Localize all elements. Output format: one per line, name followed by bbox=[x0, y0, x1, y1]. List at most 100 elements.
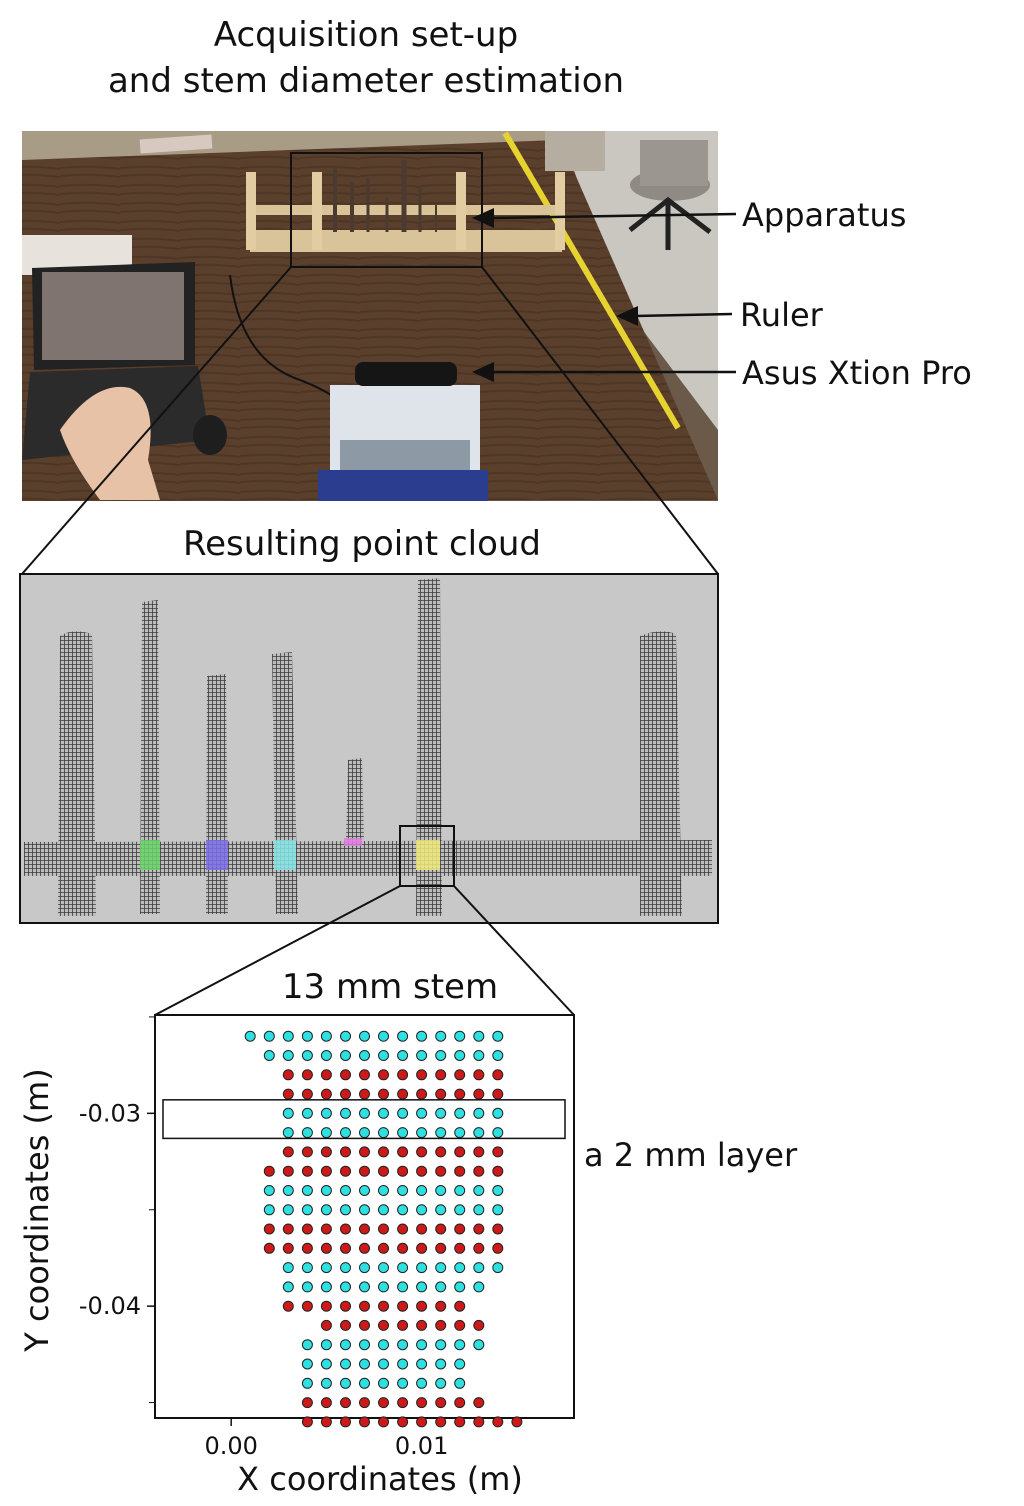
apparatus-post-right bbox=[456, 172, 466, 250]
red-point bbox=[301, 1069, 313, 1081]
red-point bbox=[435, 1300, 447, 1312]
cyan-point bbox=[435, 1204, 447, 1216]
red-point bbox=[340, 1069, 351, 1081]
cyan-point bbox=[301, 1204, 313, 1216]
layer-label: a 2 mm layer bbox=[584, 1136, 798, 1174]
cyan-point bbox=[454, 1185, 466, 1196]
point-cloud-structure bbox=[24, 578, 712, 916]
cyan-point bbox=[492, 1050, 504, 1061]
red-point bbox=[454, 1416, 466, 1428]
y-axis-label: Y coordinates (m) bbox=[18, 1068, 56, 1352]
stem-section-green bbox=[140, 840, 160, 870]
cyan-point bbox=[416, 1185, 428, 1196]
red-point bbox=[340, 1165, 351, 1177]
cyan-point bbox=[397, 1358, 409, 1370]
red-point bbox=[359, 1397, 370, 1409]
cyan-point bbox=[492, 1030, 504, 1042]
red-point bbox=[473, 1165, 485, 1177]
cyan-point bbox=[473, 1262, 485, 1274]
cyan-point bbox=[416, 1339, 428, 1351]
red-point bbox=[378, 1088, 389, 1100]
cyan-point bbox=[282, 1281, 294, 1293]
cyan-point bbox=[378, 1204, 389, 1216]
red-point bbox=[416, 1165, 428, 1177]
cyan-point bbox=[397, 1339, 409, 1351]
red-point bbox=[492, 1242, 504, 1254]
stem-zoom-box bbox=[399, 825, 455, 887]
red-point bbox=[397, 1397, 409, 1409]
red-point bbox=[263, 1223, 275, 1235]
arrow-head-icon bbox=[472, 362, 494, 382]
cyan-point bbox=[416, 1050, 428, 1061]
red-point bbox=[301, 1165, 313, 1177]
cyan-point bbox=[301, 1377, 313, 1389]
cyan-point bbox=[397, 1107, 409, 1119]
red-point bbox=[359, 1165, 370, 1177]
cyan-point bbox=[473, 1204, 485, 1216]
cyan-point bbox=[359, 1262, 370, 1274]
arrow-head-icon bbox=[472, 208, 494, 228]
arrow-head-icon bbox=[616, 306, 638, 326]
cyan-point bbox=[435, 1281, 447, 1293]
cyan-point bbox=[340, 1339, 351, 1351]
red-point bbox=[378, 1300, 389, 1312]
sensor-body bbox=[355, 362, 457, 386]
cyan-point bbox=[378, 1262, 389, 1274]
red-point bbox=[378, 1223, 389, 1235]
red-point bbox=[492, 1146, 504, 1158]
laptop-display bbox=[42, 272, 184, 360]
red-point bbox=[416, 1242, 428, 1254]
cyan-point bbox=[435, 1185, 447, 1196]
stem-cloud-1 bbox=[140, 600, 160, 914]
red-point bbox=[397, 1300, 409, 1312]
red-point bbox=[454, 1242, 466, 1254]
red-point bbox=[340, 1397, 351, 1409]
red-point bbox=[492, 1223, 504, 1235]
red-point bbox=[435, 1223, 447, 1235]
red-point bbox=[301, 1416, 313, 1428]
figure-title-line-2: and stem diameter estimation bbox=[108, 61, 624, 101]
blue-book bbox=[318, 470, 488, 501]
red-point bbox=[340, 1088, 351, 1100]
cyan-point bbox=[301, 1127, 313, 1139]
cyan-point bbox=[340, 1030, 351, 1042]
chair-legs bbox=[628, 196, 712, 250]
red-point bbox=[301, 1146, 313, 1158]
red-point bbox=[473, 1416, 485, 1428]
zoom-line-right-2 bbox=[453, 885, 575, 1016]
red-point bbox=[416, 1146, 428, 1158]
cyan-point bbox=[454, 1107, 466, 1119]
red-point bbox=[511, 1416, 523, 1428]
post-cloud-right bbox=[640, 631, 682, 916]
red-point bbox=[359, 1242, 370, 1254]
red-point bbox=[378, 1319, 389, 1331]
red-point bbox=[320, 1319, 332, 1331]
red-point bbox=[340, 1319, 351, 1331]
cyan-point bbox=[435, 1358, 447, 1370]
cyan-point bbox=[492, 1127, 504, 1139]
red-point bbox=[359, 1416, 370, 1428]
cyan-point bbox=[263, 1204, 275, 1216]
cyan-point bbox=[263, 1185, 275, 1196]
cyan-point bbox=[320, 1050, 332, 1061]
red-point bbox=[492, 1088, 504, 1100]
cyan-point bbox=[378, 1050, 389, 1061]
cyan-point bbox=[320, 1377, 332, 1389]
apparatus-label: Apparatus bbox=[742, 196, 906, 234]
red-point bbox=[263, 1242, 275, 1254]
cyan-point bbox=[416, 1281, 428, 1293]
cyan-point bbox=[340, 1281, 351, 1293]
zoom-line-left bbox=[21, 266, 292, 575]
red-point bbox=[301, 1088, 313, 1100]
plot-area bbox=[154, 1014, 575, 1419]
cyan-point bbox=[282, 1107, 294, 1119]
cyan-point bbox=[359, 1185, 370, 1196]
cyan-point bbox=[320, 1107, 332, 1119]
cyan-point bbox=[435, 1127, 447, 1139]
cyan-point bbox=[320, 1281, 332, 1293]
red-point bbox=[397, 1069, 409, 1081]
red-point bbox=[320, 1416, 332, 1428]
cyan-point bbox=[435, 1377, 447, 1389]
cyan-point bbox=[282, 1050, 294, 1061]
